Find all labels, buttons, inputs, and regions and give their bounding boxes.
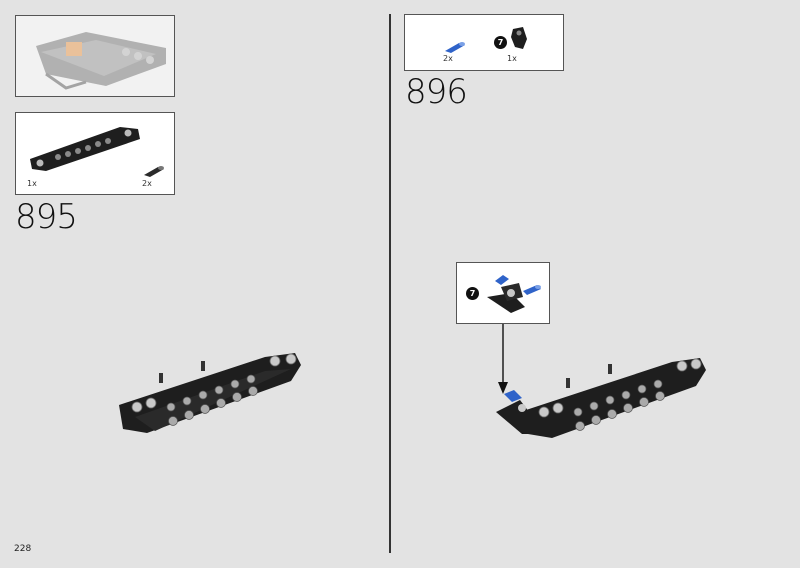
step-number-895: 895	[15, 197, 78, 237]
blue-axle-pin-icon	[445, 42, 465, 53]
part-qty-pin: 2x	[142, 179, 152, 188]
part-qty-beam: 1x	[27, 179, 37, 188]
step-number-896: 896	[405, 72, 468, 112]
callout-badge-number: 7	[469, 289, 476, 298]
beam-frame-assembly-896	[496, 358, 706, 438]
angle-connector-icon	[511, 27, 527, 49]
badge-number: 7	[497, 38, 504, 47]
greyed-model-image	[36, 32, 166, 90]
subassembly-preview	[15, 15, 175, 97]
parts-list-896: 7 2x 1x	[404, 14, 564, 71]
color-badge-icon: 7	[494, 36, 507, 49]
beam-frame-assembly-895	[119, 353, 301, 433]
part-qty-angle-connector: 1x	[507, 54, 517, 63]
page-divider	[389, 14, 391, 553]
callout-badge-icon: 7	[466, 287, 479, 300]
technic-beam-frame-icon	[30, 127, 140, 171]
page-number: 228	[14, 544, 32, 554]
connector-pin-icon	[144, 166, 164, 177]
subassembly-callout: 7	[456, 262, 550, 324]
part-qty-axle-pin: 2x	[443, 54, 453, 63]
parts-list-895: 1x 2x	[15, 112, 175, 195]
placement-arrow-icon	[498, 324, 508, 394]
angle-connector-with-pins-icon	[487, 275, 541, 313]
